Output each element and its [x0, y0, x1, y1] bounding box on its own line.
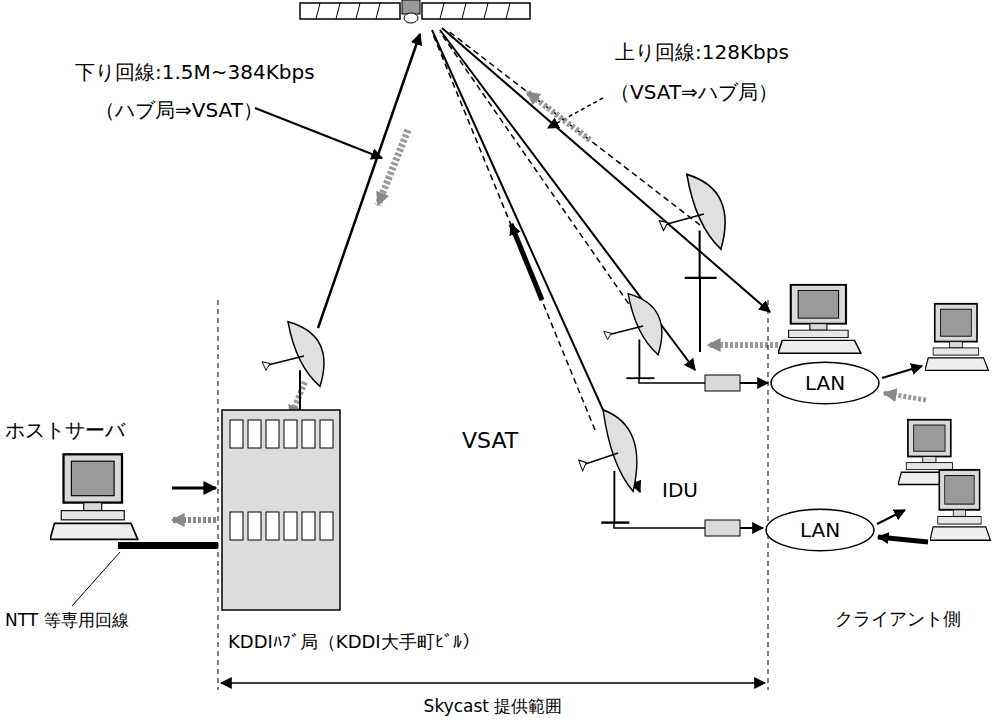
idu-box	[705, 520, 740, 536]
uplink-beam	[432, 32, 595, 430]
hub-station-node: KDDIﾊﾌﾞ局（KDDI大手町ﾋﾞﾙ）	[218, 322, 518, 657]
vsat-dish	[579, 410, 637, 523]
pointer-arrow	[548, 98, 603, 128]
lan-ellipse: LAN	[770, 361, 880, 405]
leased-line	[118, 542, 218, 549]
lan-ellipse: LAN	[765, 508, 875, 552]
node-label: LAN	[800, 518, 840, 542]
downlink-arrow	[378, 130, 408, 205]
line-label: NTT 等専用回線	[5, 610, 129, 630]
client-pc	[930, 470, 990, 540]
side-label: クライアント側	[835, 608, 961, 630]
vsat-dish	[604, 294, 662, 379]
vsat-dish	[659, 174, 725, 277]
satellite-antenna	[404, 13, 418, 23]
solar-panel	[422, 3, 530, 19]
range-bracket	[221, 682, 765, 684]
direction-label: （ハブ局⇒VSAT）	[95, 98, 263, 122]
data-arrow	[882, 366, 922, 378]
node-label: LAN	[805, 371, 845, 395]
range-boundary	[218, 300, 219, 690]
idu-box	[705, 375, 740, 391]
hub-dish	[262, 322, 324, 411]
node-label: KDDIﾊﾌﾞ局（KDDI大手町ﾋﾞﾙ）	[228, 631, 472, 653]
uplink-beam	[440, 32, 640, 320]
connector-arrow	[172, 487, 216, 490]
connector-arrow	[172, 517, 216, 523]
solar-panel	[300, 3, 400, 19]
data-arrow	[877, 510, 905, 524]
range-boundary	[768, 300, 769, 690]
data-arrow	[740, 527, 763, 529]
data-arrow	[740, 382, 768, 384]
uplink-arrow	[527, 92, 590, 140]
downlink-beam	[442, 28, 770, 312]
panel-divider	[440, 3, 510, 19]
link-rate-label: 上り回線:128Kbps	[615, 40, 789, 64]
terminal-label: VSAT	[462, 428, 518, 454]
link-rate-label: 下り回線:1.5M~384Kbps	[75, 60, 315, 84]
dish-mast	[699, 278, 701, 352]
cable	[639, 378, 705, 383]
uplink-beam	[318, 34, 420, 328]
ellipse-shape	[771, 362, 879, 403]
range-label: Skycast 提供範囲	[424, 696, 563, 716]
pointer-arrow	[255, 108, 382, 158]
satellite	[300, 0, 530, 23]
hub-building	[222, 410, 340, 610]
uplink-arrow	[511, 224, 542, 300]
node-label: ホストサーバ	[5, 418, 125, 442]
data-arrow	[884, 393, 926, 400]
building-windows	[230, 420, 333, 540]
client-pc	[925, 304, 988, 371]
host-pc	[50, 454, 138, 539]
satellite-body	[402, 0, 420, 14]
leader-line	[72, 552, 120, 606]
client-pc	[778, 285, 861, 353]
cable	[614, 523, 705, 528]
panel-divider	[316, 3, 380, 19]
device-label: IDU	[662, 478, 698, 502]
server-node: ホストサーバ	[5, 418, 170, 598]
direction-label: （VSAT⇒ハブ局）	[610, 80, 778, 104]
ellipse-shape	[766, 509, 874, 550]
data-arrow	[878, 537, 928, 542]
